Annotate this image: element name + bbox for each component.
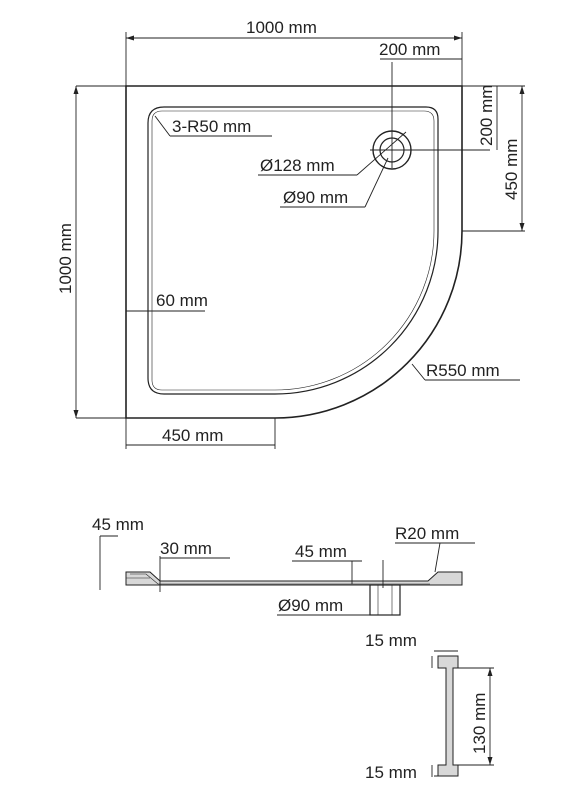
tray-outline xyxy=(125,85,463,419)
rim-width-label: 60 mm xyxy=(156,291,208,310)
top-view: 1000 mm 200 mm 200 mm 450 mm 1000 mm 3-R… xyxy=(56,18,525,449)
profile-height-label: 130 mm xyxy=(470,693,489,754)
straight-side-label: 450 mm xyxy=(502,139,521,200)
top-width-label: 1000 mm xyxy=(246,18,317,37)
inner-ring-label: Ø90 mm xyxy=(283,188,348,207)
profile-view: 15 mm 130 mm 15 mm xyxy=(365,631,494,782)
height-label: 1000 mm xyxy=(56,223,75,294)
drain-offset-x-label: 200 mm xyxy=(379,40,440,59)
basin-outline-inner xyxy=(151,110,435,391)
bottom-flange-label: 15 mm xyxy=(365,763,417,782)
outer-ring-label: Ø128 mm xyxy=(260,156,335,175)
section-view: 45 mm 30 mm 45 mm R20 mm Ø90 mm xyxy=(92,515,475,616)
section-fillet-label: R20 mm xyxy=(395,524,459,543)
arc-radius-label: R550 mm xyxy=(426,361,500,380)
section-profile xyxy=(125,571,463,586)
drain-offset-y-label: 200 mm xyxy=(477,85,496,146)
section-drain xyxy=(369,584,401,616)
basin-outline xyxy=(147,106,439,395)
section-depth-label: 45 mm xyxy=(295,542,347,561)
bottom-straight-label: 450 mm xyxy=(162,426,223,445)
top-flange-label: 15 mm xyxy=(365,631,417,650)
section-total-height-label: 45 mm xyxy=(92,515,144,534)
profile-shape xyxy=(437,655,459,777)
section-slope-label: 30 mm xyxy=(160,539,212,558)
section-drain-label: Ø90 mm xyxy=(278,596,343,615)
corner-radius-label: 3-R50 mm xyxy=(172,117,251,136)
